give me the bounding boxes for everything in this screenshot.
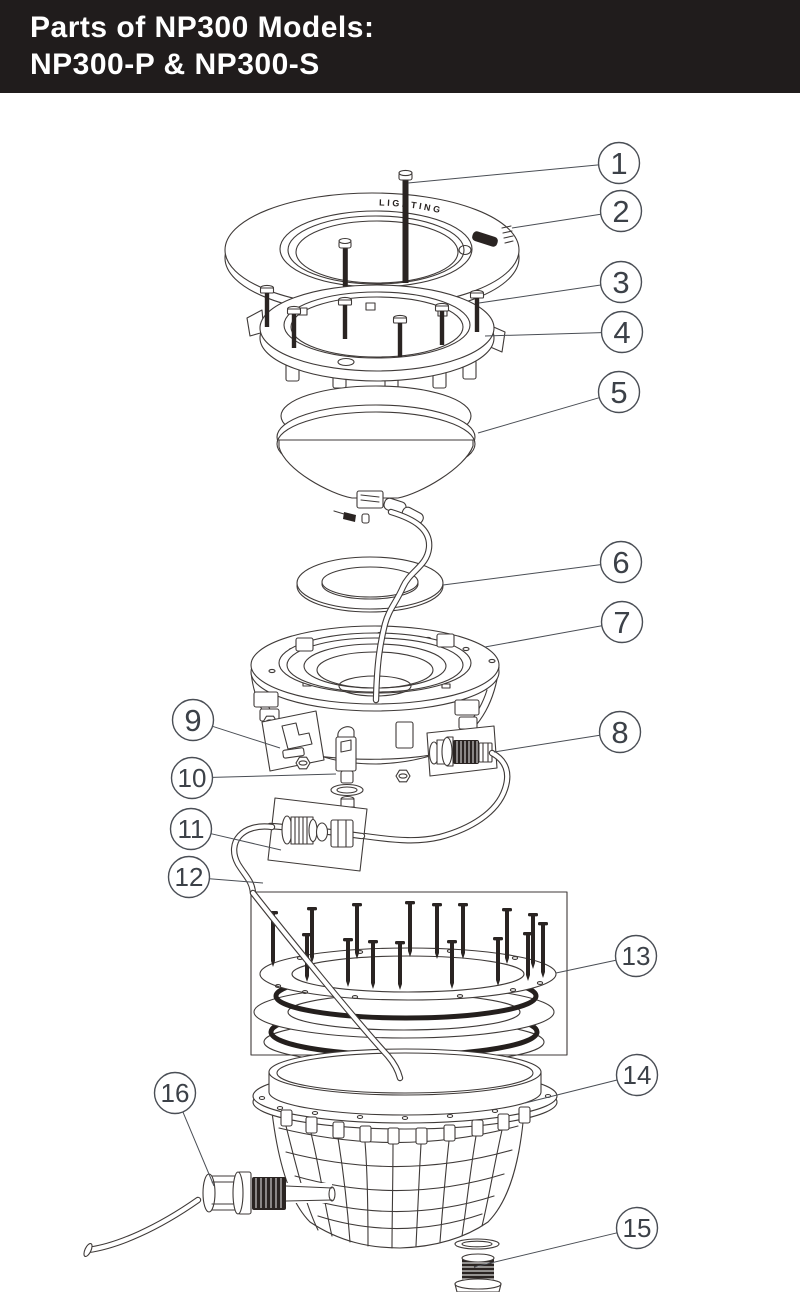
cable-gland-box [426, 725, 498, 777]
callout-circle-14 [615, 1053, 659, 1097]
lamp-bulb [276, 385, 476, 525]
callout-number-5: 5 [610, 375, 627, 410]
callout-circle-2 [599, 189, 643, 233]
cable-loop-right [360, 749, 511, 844]
wedge-clip-box [261, 710, 325, 772]
leader-line-5 [477, 397, 600, 434]
screws-gaskets-box [250, 891, 568, 1065]
callout-number-9: 9 [184, 703, 201, 738]
callout-circle-6 [599, 540, 643, 584]
leader-line-4 [484, 332, 602, 337]
callout-circle-8 [598, 710, 642, 754]
leader-line-11 [210, 833, 282, 851]
callout-circle-9 [171, 698, 215, 742]
ring-hatch-marks [501, 225, 514, 244]
niche-tabs [280, 1106, 531, 1145]
face-ring: LIGHTING [224, 192, 520, 316]
leader-line-3 [478, 284, 601, 304]
lamp-gasket [296, 556, 444, 613]
compression-fitting-box [266, 797, 368, 872]
callout-circle-10 [170, 756, 214, 800]
callout-circle-3 [599, 260, 643, 304]
callout-number-2: 2 [612, 194, 629, 229]
callout-number-14: 14 [623, 1060, 652, 1090]
leader-line-7 [484, 625, 602, 648]
callout-number-1: 1 [610, 146, 627, 181]
callout-number-4: 4 [613, 315, 630, 350]
page-title-line2: NP300-P & NP300-S [30, 48, 320, 81]
cable-loop-left [230, 823, 276, 897]
leader-line-6 [442, 564, 601, 586]
callout-number-13: 13 [622, 941, 651, 971]
callout-number-7: 7 [613, 605, 630, 640]
leader-line-9 [212, 725, 281, 749]
leader-line-13 [555, 959, 617, 974]
clamp-ring [246, 284, 506, 392]
leader-line-16 [182, 1111, 215, 1187]
callout-circle-7 [600, 600, 644, 644]
leader-line-10 [212, 773, 337, 778]
callout-number-15: 15 [623, 1213, 652, 1243]
niche-body [252, 1048, 558, 1249]
callout-circle-11 [169, 807, 213, 851]
callout-number-10: 10 [178, 763, 207, 793]
brand-logo-mark [458, 231, 498, 256]
housing-latch-clips [253, 633, 480, 783]
conduit-connector [83, 1171, 336, 1258]
latch-assembly [330, 726, 364, 814]
callout-number-11: 11 [178, 814, 205, 844]
callout-circle-13 [614, 934, 658, 978]
callout-circle-4 [600, 310, 644, 354]
leader-line-2 [511, 213, 601, 229]
callout-number-8: 8 [611, 715, 628, 750]
callout-circle-5 [597, 370, 641, 414]
leader-line-12 [209, 878, 264, 884]
callout-circle-15 [615, 1206, 659, 1250]
page-title-line1: Parts of NP300 Models: [30, 11, 375, 44]
callout-circle-12 [167, 855, 211, 899]
leader-line-15 [473, 1232, 618, 1268]
callout-number-3: 3 [612, 265, 629, 300]
callout-number-12: 12 [175, 862, 204, 892]
callout-number-16: 16 [161, 1078, 190, 1108]
leader-line-8 [493, 734, 600, 753]
callout-circle-16 [153, 1071, 197, 1115]
callout-number-6: 6 [612, 545, 629, 580]
callout-circle-1 [597, 141, 641, 185]
lamp-cable-upper [372, 508, 433, 704]
diagram-svg: LIGHTING [83, 141, 659, 1292]
title-bar: Parts of NP300 Models: NP300-P & NP300-S [0, 0, 800, 93]
leader-line-14 [524, 1079, 618, 1104]
leader-line-1 [407, 164, 599, 184]
cable-lower [249, 889, 404, 1082]
drain-plug [454, 1238, 502, 1292]
